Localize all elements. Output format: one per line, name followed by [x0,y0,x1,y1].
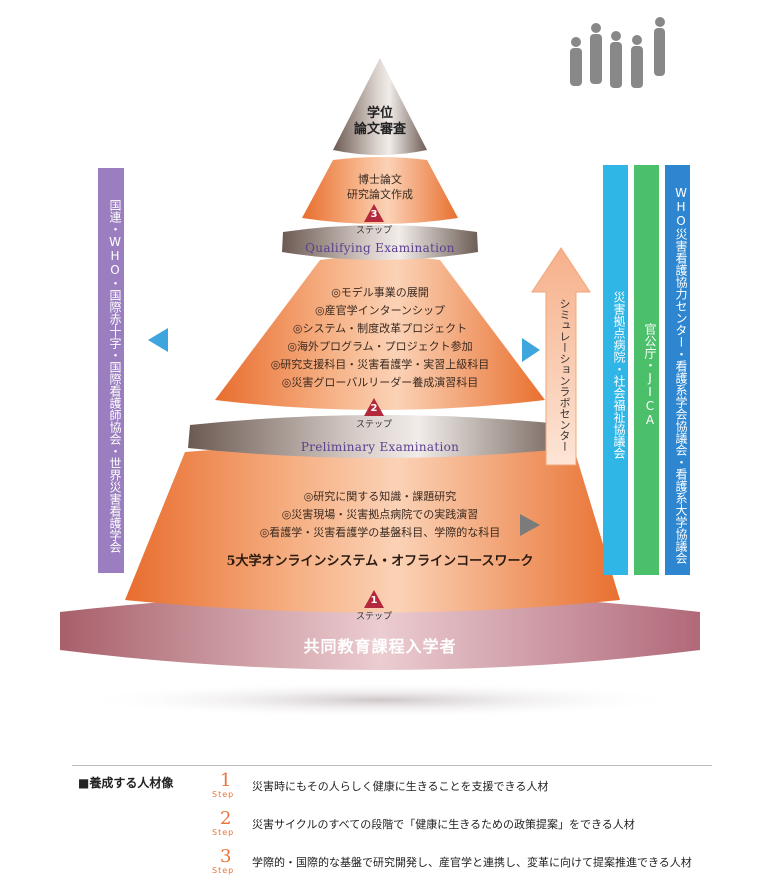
top-label: 学位 論文審査 [320,106,440,138]
left-arrow-icon [148,328,168,352]
tier1-item: ◎看護学・災害看護学の基盤科目、学際的な科目 [259,526,501,539]
legend-step-word: Step [212,866,235,875]
preliminary-disc [188,415,572,458]
simulation-arrow [531,247,591,466]
tier3-shape [302,157,458,224]
qualifying-disc [282,225,478,260]
step2-number: 2 [370,403,378,414]
legend-text: 学際的・国際的な基盤で研究開発し、産官学と連携し、変革に向けて提案推進できる人材 [252,856,692,869]
tier1-item: ◎研究に関する知識・課題研究 [303,490,457,503]
grey-arrow-icon [520,514,540,536]
step2-label: ステップ [355,420,392,430]
legend-step-number: 2 [220,808,232,829]
step1-marker [364,590,384,608]
preliminary-exam-label: Preliminary Examination [300,440,460,454]
tier2-item: ◎研究支援科目・災害看護学・実習上級科目 [270,358,490,371]
tier3-line2: 研究論文作成 [347,188,413,201]
tier3-line1: 博士論文 [358,173,402,186]
step2-marker [364,398,384,416]
right-bar-government: 官公庁・JICA [634,165,659,575]
top-line2: 論文審査 [353,122,406,137]
tier1-title: 5大学オンラインシステム・オフラインコースワーク [226,554,534,569]
tier2-list: ◎モデル事業の展開 ◎産官学インターンシップ ◎システム・制度改革プロジェクト … [230,284,530,392]
right-arrow-icon [522,338,540,362]
tier2-item: ◎システム・制度改革プロジェクト [292,322,468,335]
tier2-item: ◎災害グローバルリーダー養成演習科目 [281,376,479,389]
legend-step-word: Step [212,790,235,799]
legend-row: 3 Step 学際的・国際的な基盤で研究開発し、産官学と連携し、変革に向けて提案… [212,846,712,880]
ground-shadow [80,682,680,718]
legend-text: 災害時にもその人らしく健康に生きることを支援できる人材 [252,780,549,793]
qualifying-exam-label: Qualifying Examination [305,241,455,255]
pyramid-graphic [60,17,700,718]
legend-step-number: 1 [220,770,232,791]
legend-row: 2 Step 災害サイクルのすべての段階で「健康に生きるための政策提案」をできる… [212,808,712,842]
tier1-list: ◎研究に関する知識・課題研究 ◎災害現場・災害拠点病院での実践演習 ◎看護学・災… [230,488,530,542]
step1-label: ステップ [355,612,392,622]
step3-label: ステップ [355,226,392,236]
tier1-item: ◎災害現場・災害拠点病院での実践演習 [281,508,479,521]
step1-number: 1 [370,595,378,606]
top-line1: 学位 [366,106,393,121]
left-bar-international: 国連・WHO・国際赤十字・国際看護師協会・世界災害看護学会 [98,168,124,573]
right-bar-hospitals: 災害拠点病院・社会福祉協議会 [603,165,628,575]
legend-title: ■養成する人材像 [78,776,174,790]
legend-text: 災害サイクルのすべての段階で「健康に生きるための政策提案」をできる人材 [252,818,635,831]
tier1-shape [125,444,620,613]
step3-marker [364,204,384,222]
legend-row: 1 Step 災害時にもその人らしく健康に生きることを支援できる人材 [212,770,712,804]
tier2-item: ◎産官学インターンシップ [314,304,446,317]
tier2-item: ◎海外プログラム・プロジェクト参加 [287,340,473,353]
tier2-item: ◎モデル事業の展開 [331,286,429,299]
right-bar-who: WHO災害看護協力センター・看護系学会協議会・看護系大学協議会 [665,165,690,575]
base-ring [60,593,700,670]
legend-step-word: Step [212,828,235,837]
tier2-shape [215,256,545,410]
people-silhouettes-icon [570,17,665,88]
tier3-label: 博士論文 研究論文作成 [320,172,440,202]
pyramid-diagram: 学位 論文審査 博士論文 研究論文作成 3 ステップ Qualifying Ex… [60,17,700,718]
top-cone [333,58,427,155]
legend-step-number: 3 [220,846,232,867]
entrants-label: 共同教育課程入学者 [303,637,457,656]
step3-number: 3 [370,209,378,220]
simulation-label: シミュレーションラボセンター [558,298,571,452]
legend: ■養成する人材像 1 Step 災害時にもその人らしく健康に生きることを支援でき… [72,765,712,875]
